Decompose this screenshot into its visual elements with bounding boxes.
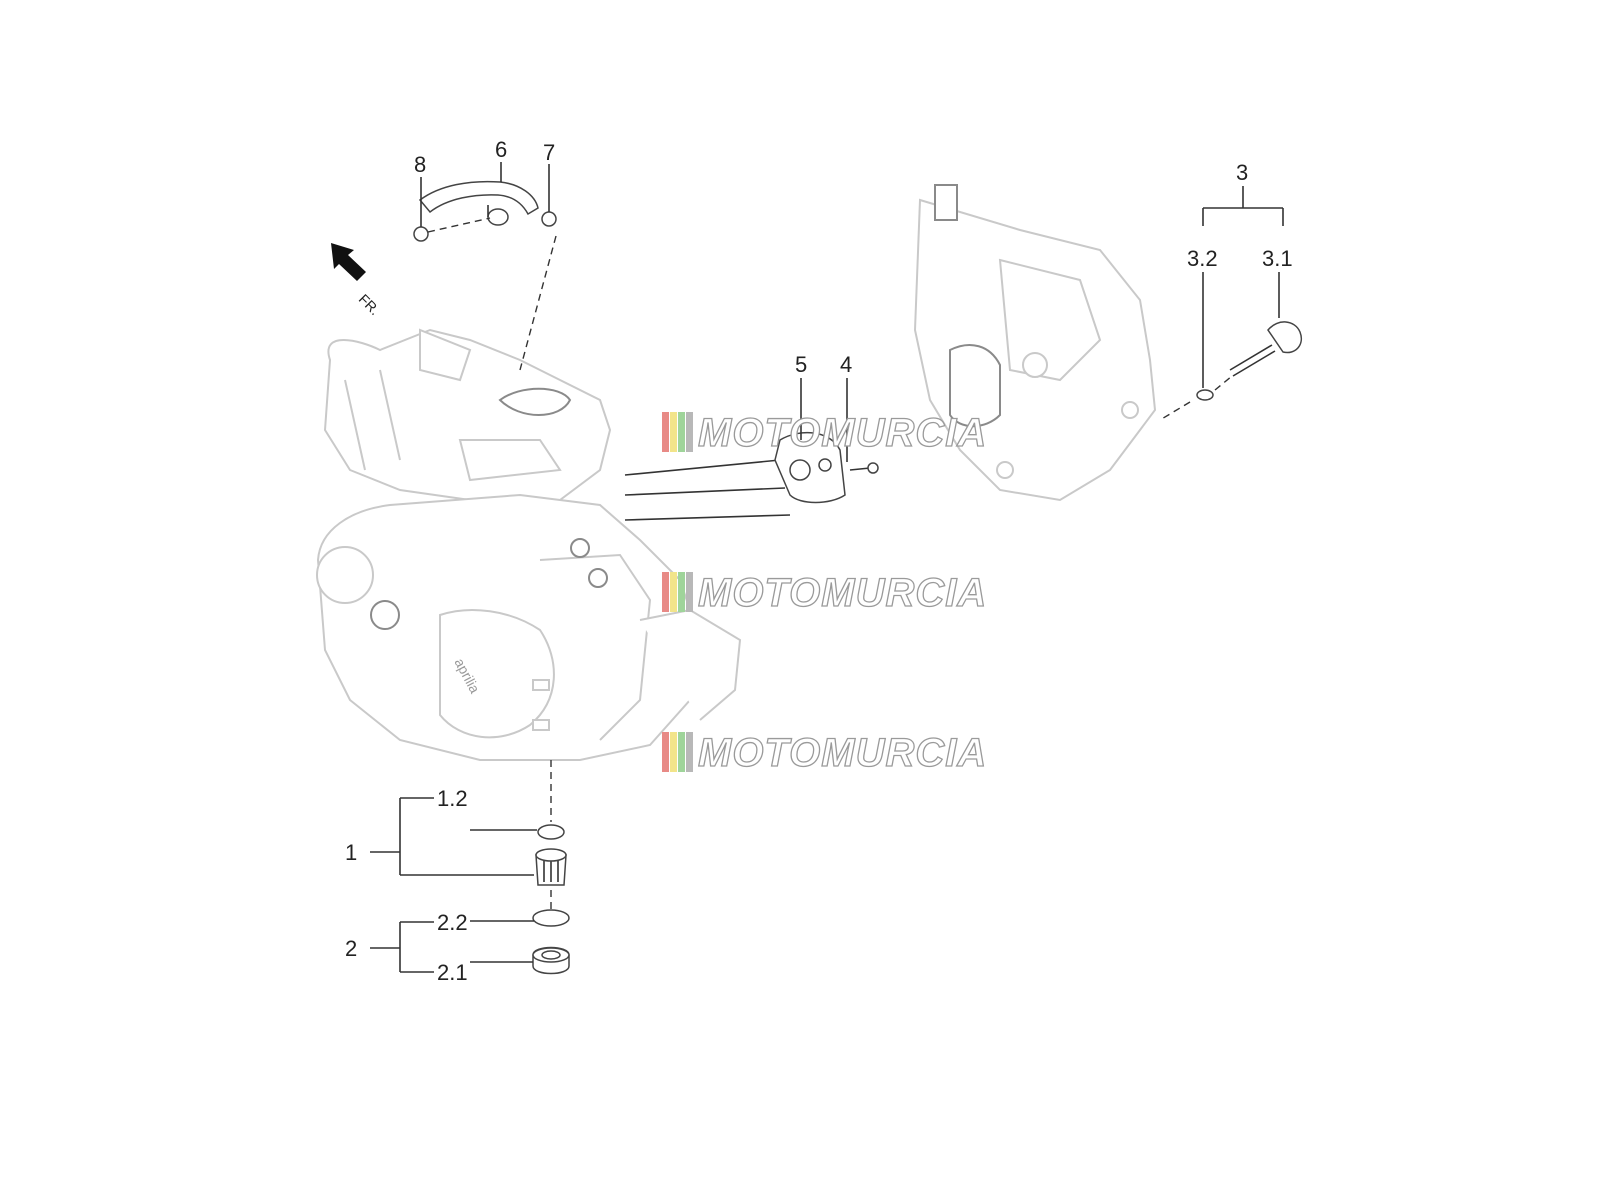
callout-1-2: 1.2 <box>437 786 468 811</box>
engine-assembly: aprilia <box>316 328 791 761</box>
callout-3: 3 <box>1236 160 1248 185</box>
callout-5: 5 <box>795 352 807 377</box>
watermark-1: MOTOMURCIA <box>662 410 987 456</box>
watermark-text: MOTOMURCIA <box>698 411 987 455</box>
callout-6: 6 <box>495 137 507 162</box>
dipstick-assembly <box>1159 186 1302 421</box>
crankcase-half <box>913 184 1157 502</box>
callout-3-2: 3.2 <box>1187 246 1218 271</box>
watermark-2: MOTOMURCIA <box>662 570 987 616</box>
hose-assembly <box>413 162 557 371</box>
watermark-3: MOTOMURCIA <box>662 730 987 776</box>
front-arrow-icon: FR. <box>331 243 383 318</box>
drain-assembly <box>370 760 570 975</box>
callout-2: 2 <box>345 936 357 961</box>
callout-1: 1 <box>345 840 357 865</box>
callout-3-1: 3.1 <box>1262 246 1293 271</box>
callout-8: 8 <box>414 152 426 177</box>
watermark-text: MOTOMURCIA <box>698 571 987 615</box>
callout-4: 4 <box>840 352 852 377</box>
front-marker-label: FR. <box>356 291 383 318</box>
callout-2-2: 2.2 <box>437 910 468 935</box>
callout-7: 7 <box>543 140 555 165</box>
callout-2-1: 2.1 <box>437 960 468 985</box>
clamp-7 <box>541 211 557 227</box>
oil-pump <box>774 378 879 504</box>
clamp-8 <box>413 226 429 242</box>
watermark-text: MOTOMURCIA <box>698 731 987 775</box>
